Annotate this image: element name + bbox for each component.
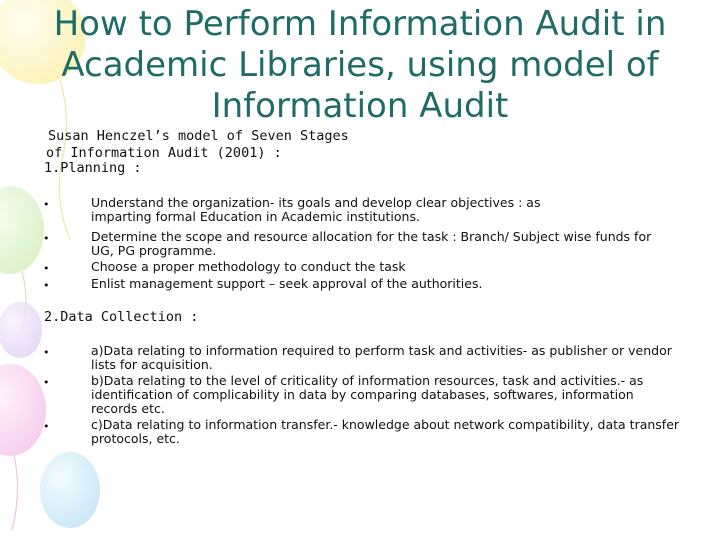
model-intro-line-2: of Information Audit (2001) : [46, 145, 282, 161]
section-heading-planning: 1.Planning : [44, 160, 142, 176]
bullet: • [43, 376, 50, 389]
model-intro: Susan Henczel’s model of Seven Stages of… [46, 128, 446, 162]
bullet: • [43, 232, 50, 245]
balloon-blue [40, 452, 100, 528]
bullet: • [43, 346, 50, 359]
bullet: • [43, 279, 50, 292]
bullet: • [43, 420, 50, 433]
list-item: Determine the scope and resource allocat… [91, 229, 652, 258]
slide-title: How to Perform Information Audit in Acad… [53, 4, 667, 126]
bullet: • [43, 198, 50, 211]
section-heading-data-collection: 2.Data Collection : [44, 309, 199, 325]
balloon-pink [0, 364, 46, 531]
balloon-green [0, 186, 44, 331]
list-item: Choose a proper methodology to conduct t… [91, 259, 406, 274]
list-item: c)Data relating to information transfer.… [91, 417, 680, 446]
model-intro-line-1: Susan Henczel’s model of Seven Stages [48, 128, 349, 144]
list-item: a)Data relating to information required … [91, 343, 672, 372]
list-item: Enlist management support – seek approva… [91, 276, 483, 291]
balloon-lavender [0, 302, 42, 358]
list-item: Understand the organization- its goals a… [91, 195, 541, 224]
bullet: • [43, 262, 50, 275]
list-item: b)Data relating to the level of critical… [91, 373, 644, 416]
